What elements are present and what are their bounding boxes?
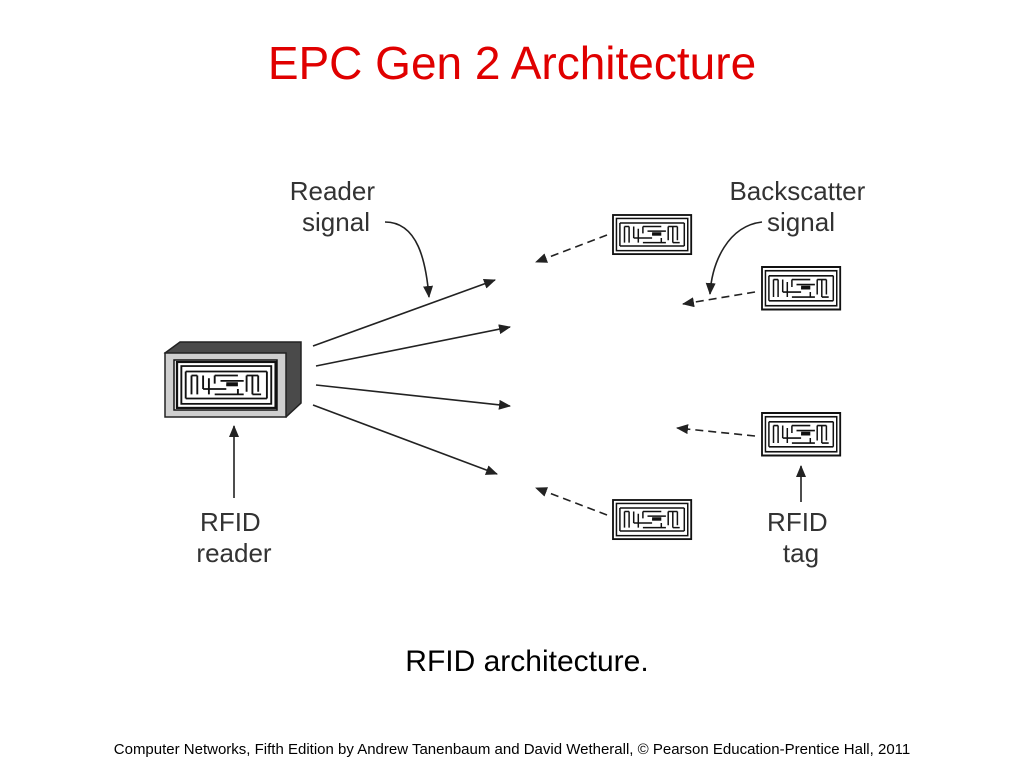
figure-caption: RFID architecture.	[405, 645, 649, 678]
backscatter-arrow	[535, 234, 608, 263]
reader-signal-pointer	[384, 221, 434, 298]
label-pointers	[229, 221, 806, 502]
rfid-reader-device	[163, 341, 302, 418]
backscatter-signal-label: Backscatter signal	[729, 176, 872, 237]
backscatter-arrow	[676, 424, 756, 437]
slide-title: EPC Gen 2 Architecture	[267, 37, 757, 89]
reader-signal-arrows	[312, 279, 511, 475]
reader-signal-label: Reader signal	[290, 176, 383, 237]
rfid-tag-2	[761, 266, 842, 311]
backscatter-arrow	[535, 487, 608, 516]
reader-signal-arrow	[312, 404, 498, 475]
rfid-tag-label: RFID tag	[767, 507, 835, 568]
rfid-tag-1	[612, 214, 693, 256]
rfid-tag-4	[612, 499, 693, 541]
rfid-tag-3	[761, 412, 842, 457]
slide-footer: Computer Networks, Fifth Edition by Andr…	[113, 741, 911, 758]
backscatter-signal-pointer	[705, 221, 763, 295]
backscatter-arrow	[682, 291, 756, 308]
reader-signal-arrow	[315, 324, 511, 367]
reader-signal-arrow	[312, 279, 496, 347]
reader-signal-arrow	[315, 384, 511, 410]
rfid-reader-label: RFID reader	[196, 507, 271, 568]
backscatter-arrows	[535, 234, 756, 516]
